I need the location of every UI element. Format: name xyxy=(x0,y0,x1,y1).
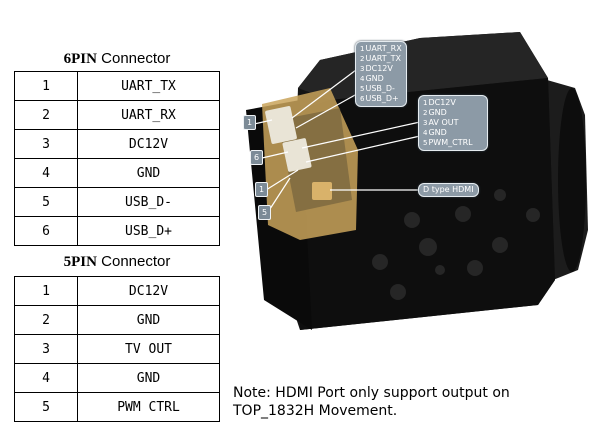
hdmi-callout: D type HDMI xyxy=(418,183,479,197)
pin-number: 4 xyxy=(14,363,78,393)
six-pin-callout: 1UART_RX 2UART_TX 3DC12V 4GND 5USB_D- 6U… xyxy=(355,41,407,107)
five-pin-title: 5PIN Connector xyxy=(14,253,220,271)
hdmi-label: D type HDMI xyxy=(423,185,474,194)
pin-number: 2 xyxy=(14,305,78,335)
pin-signal: GND xyxy=(77,305,220,335)
callout-line: 2GND xyxy=(423,108,447,117)
pin-signal: GND xyxy=(77,158,220,188)
five-pin-callout: 1DC12V 2GND 3AV OUT 4GND 5PWM_CTRL xyxy=(418,95,488,151)
note-line-1: Note: HDMI Port only support output on xyxy=(233,385,510,401)
tag-pin-1-five: 1 xyxy=(255,182,268,197)
mounting-holes xyxy=(372,189,540,300)
pin-signal: DC12V xyxy=(77,129,220,159)
hdmi-note: Note: HDMI Port only support output on T… xyxy=(233,384,593,420)
six-pin-title-rest: Connector xyxy=(101,50,171,67)
pin-number: 1 xyxy=(14,276,78,306)
camera-module-illustration xyxy=(246,32,588,330)
pointer-lines xyxy=(253,69,421,213)
pin-signal: UART_TX xyxy=(77,71,220,101)
pin-number: 1 xyxy=(14,71,78,101)
callout-line: 5USB_D- xyxy=(360,84,395,93)
pin-signal: UART_RX xyxy=(77,100,220,130)
six-pin-title-bold: 6PIN xyxy=(63,51,97,67)
six-pin-title: 6PIN Connector xyxy=(14,50,220,68)
callout-line: 1UART_RX xyxy=(360,44,402,53)
lens-front xyxy=(558,88,586,272)
camera-side-face xyxy=(300,78,555,330)
note-line-2: TOP_1832H Movement. xyxy=(233,403,398,419)
pin-number: 6 xyxy=(14,216,78,246)
tag-pin-1: 1 xyxy=(243,115,256,130)
callout-line: 4GND xyxy=(423,128,447,137)
hdmi-port xyxy=(312,182,332,200)
five-pin-connector xyxy=(282,138,312,172)
callout-line: 5PWM_CTRL xyxy=(423,138,473,147)
pin-number: 2 xyxy=(14,100,78,130)
callout-line: 3DC12V xyxy=(360,64,393,73)
pin-number: 5 xyxy=(14,187,78,217)
pin-number: 3 xyxy=(14,334,78,364)
five-pin-title-rest: Connector xyxy=(101,253,171,270)
pin-signal: GND xyxy=(77,363,220,393)
callout-line: 6USB_D+ xyxy=(360,94,399,103)
five-pin-title-bold: 5PIN xyxy=(63,254,97,270)
pin-signal: USB_D+ xyxy=(77,216,220,246)
callout-line: 2UART_TX xyxy=(360,54,402,63)
six-pin-connector xyxy=(265,106,297,144)
pin-signal: USB_D- xyxy=(77,187,220,217)
pin-signal: TV OUT xyxy=(77,334,220,364)
callout-line: 4GND xyxy=(360,74,384,83)
callout-line: 1DC12V xyxy=(423,98,456,107)
pin-signal: PWM CTRL xyxy=(77,392,220,422)
pin-number: 3 xyxy=(14,129,78,159)
callout-line: 3AV OUT xyxy=(423,118,459,127)
tag-pin-5: 5 xyxy=(258,205,271,220)
pin-signal: DC12V xyxy=(77,276,220,306)
tag-pin-6: 6 xyxy=(250,150,263,165)
pin-number: 5 xyxy=(14,392,78,422)
pin-number: 4 xyxy=(14,158,78,188)
